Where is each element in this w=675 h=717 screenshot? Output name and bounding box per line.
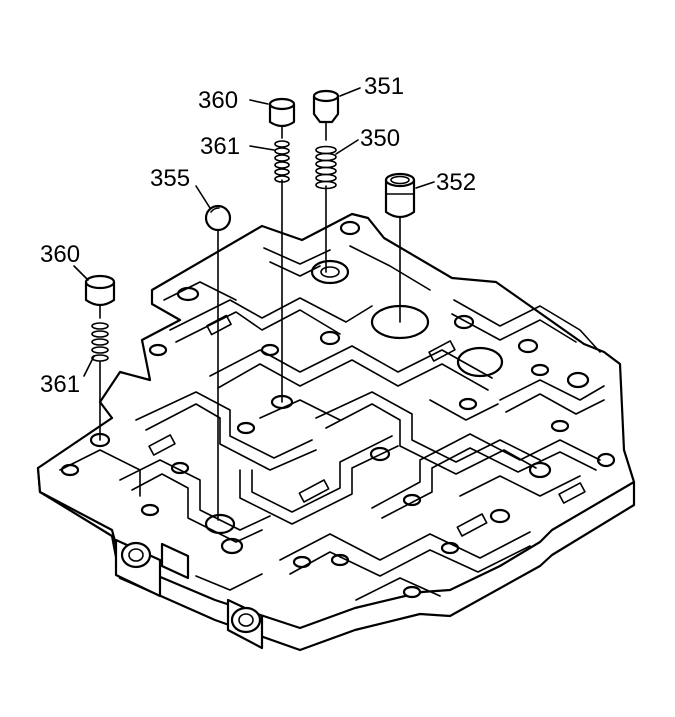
top-valve-assembly-right: [312, 89, 340, 273]
callout-label-361-top: 361: [200, 133, 240, 160]
callout-361-top: 361: [200, 133, 275, 160]
callout-352: 352: [415, 169, 476, 196]
cap-360-left: [84, 274, 116, 319]
callout-350: 350: [335, 125, 400, 155]
callout-351: 351: [339, 73, 404, 100]
cap-360-top: [268, 97, 296, 139]
callout-360-left: 360: [40, 241, 89, 281]
callout-label-352: 352: [436, 169, 476, 196]
spring-361-top: [274, 140, 290, 183]
callout-label-351: 351: [364, 73, 404, 100]
spring-361-left: [91, 322, 109, 362]
callout-label-360-top: 360: [198, 87, 238, 114]
callout-361-left: 361: [40, 355, 95, 398]
top-valve-assembly-left: [268, 97, 296, 403]
callout-label-360-left: 360: [40, 241, 80, 268]
check-ball-355: [204, 204, 232, 521]
fluid-channels: [59, 245, 605, 601]
callout-label-361-left: 361: [40, 371, 80, 398]
sleeve-352: [384, 172, 416, 323]
plug-351: [312, 89, 340, 141]
valve-body-plate: [36, 212, 636, 652]
spring-350: [315, 145, 337, 190]
callout-355: 355: [150, 165, 211, 209]
callout-360-top: 360: [198, 87, 269, 114]
callout-label-355: 355: [150, 165, 190, 192]
left-valve-assembly: [84, 274, 116, 441]
mount-boss-front: [114, 538, 264, 650]
callout-label-350: 350: [360, 125, 400, 152]
